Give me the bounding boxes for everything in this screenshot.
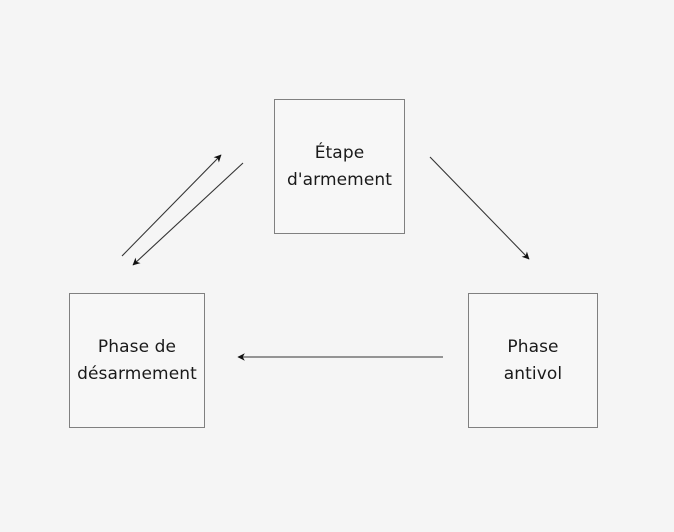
node-label-antitheft-line2: antivol	[503, 363, 563, 384]
node-label-disarming-line2: désarmement	[77, 363, 197, 384]
arrow-arming-to-disarming	[132, 162, 244, 266]
node-box-antitheft[interactable]: Phase antivol	[468, 293, 598, 428]
arrow-disarming-to-arming	[121, 154, 222, 257]
node-label-disarming: Phase de désarmement	[77, 334, 197, 388]
node-label-arming-line2: d'armement	[286, 169, 393, 190]
node-label-antitheft-line1: Phase	[507, 336, 559, 357]
node-label-arming-line1: Étape	[314, 142, 365, 163]
node-label-disarming-line1: Phase de	[97, 336, 177, 357]
node-label-arming: Étape d'armement	[287, 140, 392, 194]
node-box-arming[interactable]: Étape d'armement	[274, 99, 405, 234]
node-label-antitheft: Phase antivol	[504, 334, 562, 388]
node-box-disarming[interactable]: Phase de désarmement	[69, 293, 205, 428]
arrow-arming-to-antitheft	[429, 156, 530, 260]
